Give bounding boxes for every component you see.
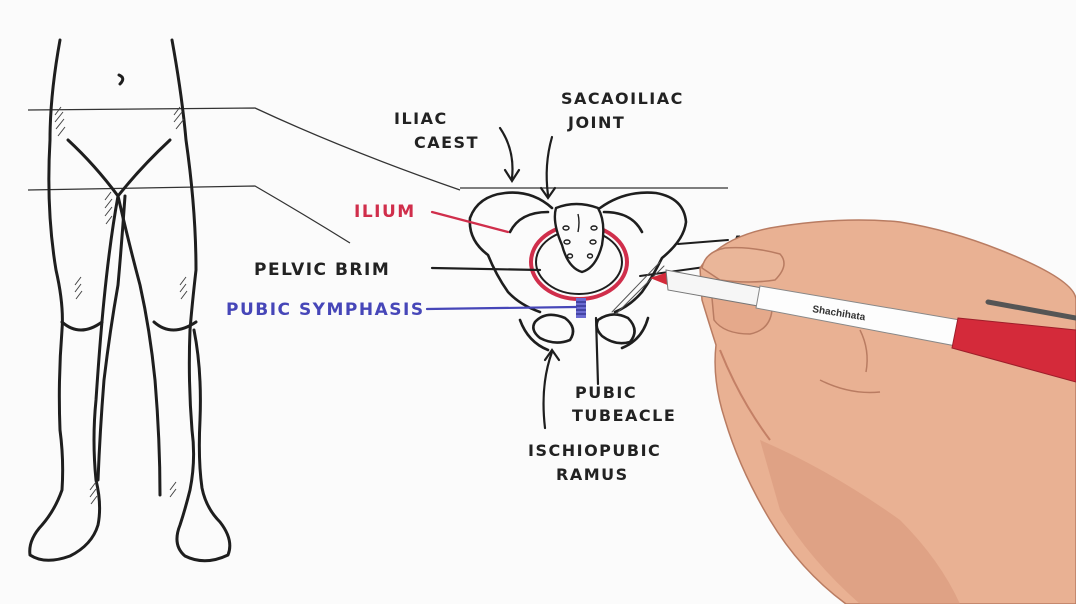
- label-sacroiliac-joint: SACAOILIAC JOINT: [561, 89, 684, 132]
- left-obturator: [532, 313, 575, 344]
- pubic-symphasis-pointer-line: [425, 305, 578, 311]
- iliac-crest-line-1: ILIAC: [394, 109, 448, 128]
- sacroiliac-arrow: [545, 135, 554, 197]
- pelvis-drawing: [468, 191, 688, 352]
- leg-figure: [28, 38, 232, 563]
- drawing-hand: [699, 219, 1076, 604]
- right-obturator: [595, 313, 636, 345]
- sacrum: [553, 202, 605, 274]
- ischiopubic-ramus-arrow: [542, 350, 554, 430]
- leg-shading: [54, 106, 188, 505]
- pubic-tubercle-line-2: TUBEACLE: [572, 406, 676, 425]
- iliac-crest-arrow: [498, 126, 514, 180]
- ischiopubic-line-1: ISCHIOPUBIC: [528, 441, 661, 460]
- ischiopubic-line-2: RAMUS: [556, 465, 629, 484]
- left-iliac-wing: [468, 191, 554, 314]
- iliac-crest-line-2: CAEST: [414, 133, 479, 152]
- label-ilium: ILIUM: [354, 202, 416, 222]
- label-pelvic-brim: PELVIC BRIM: [254, 260, 390, 280]
- pelvic-brim-pointer-line: [430, 266, 542, 272]
- label-ischiopubic-ramus: ISCHIOPUBIC RAMUS: [528, 441, 661, 484]
- sacroiliac-line-2: JOINT: [567, 113, 625, 132]
- ilium-pointer-line: [430, 210, 510, 234]
- label-pubic-symphasis: PUBIC SYMPHASIS: [226, 300, 425, 320]
- sacroiliac-line-1: SACAOILIAC: [561, 89, 684, 108]
- pubic-symphasis-mark: [576, 298, 586, 318]
- label-iliac-crest: ILIAC CAEST: [394, 109, 479, 152]
- label-pubic-tubercle: PUBIC TUBEACLE: [572, 383, 676, 425]
- right-iliac-wing: [598, 191, 688, 314]
- pubic-tubercle-pointer-line: [594, 316, 600, 386]
- marker-pen: Shachihata: [650, 269, 1076, 383]
- pubic-tubercle-line-1: PUBIC: [575, 383, 637, 402]
- reference-lines: [27, 107, 728, 244]
